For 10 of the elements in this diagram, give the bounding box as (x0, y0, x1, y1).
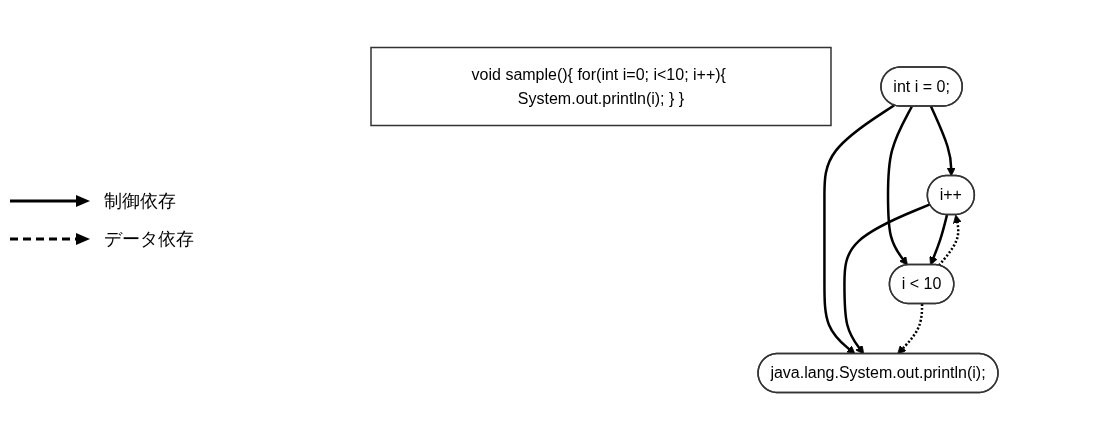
legend-text: データ依存 (104, 227, 194, 251)
arrow (937, 214, 962, 266)
arrow (929, 105, 956, 176)
arrow (928, 214, 948, 265)
arrow (822, 103, 895, 354)
arrow (886, 105, 913, 265)
node-box: void sample(){ for(int i=0; i<10; i++){ System.out.println(i); } } (369, 46, 832, 126)
arrow (842, 202, 930, 354)
arrow (896, 303, 923, 354)
legend-text: 制御依存 (104, 189, 176, 213)
